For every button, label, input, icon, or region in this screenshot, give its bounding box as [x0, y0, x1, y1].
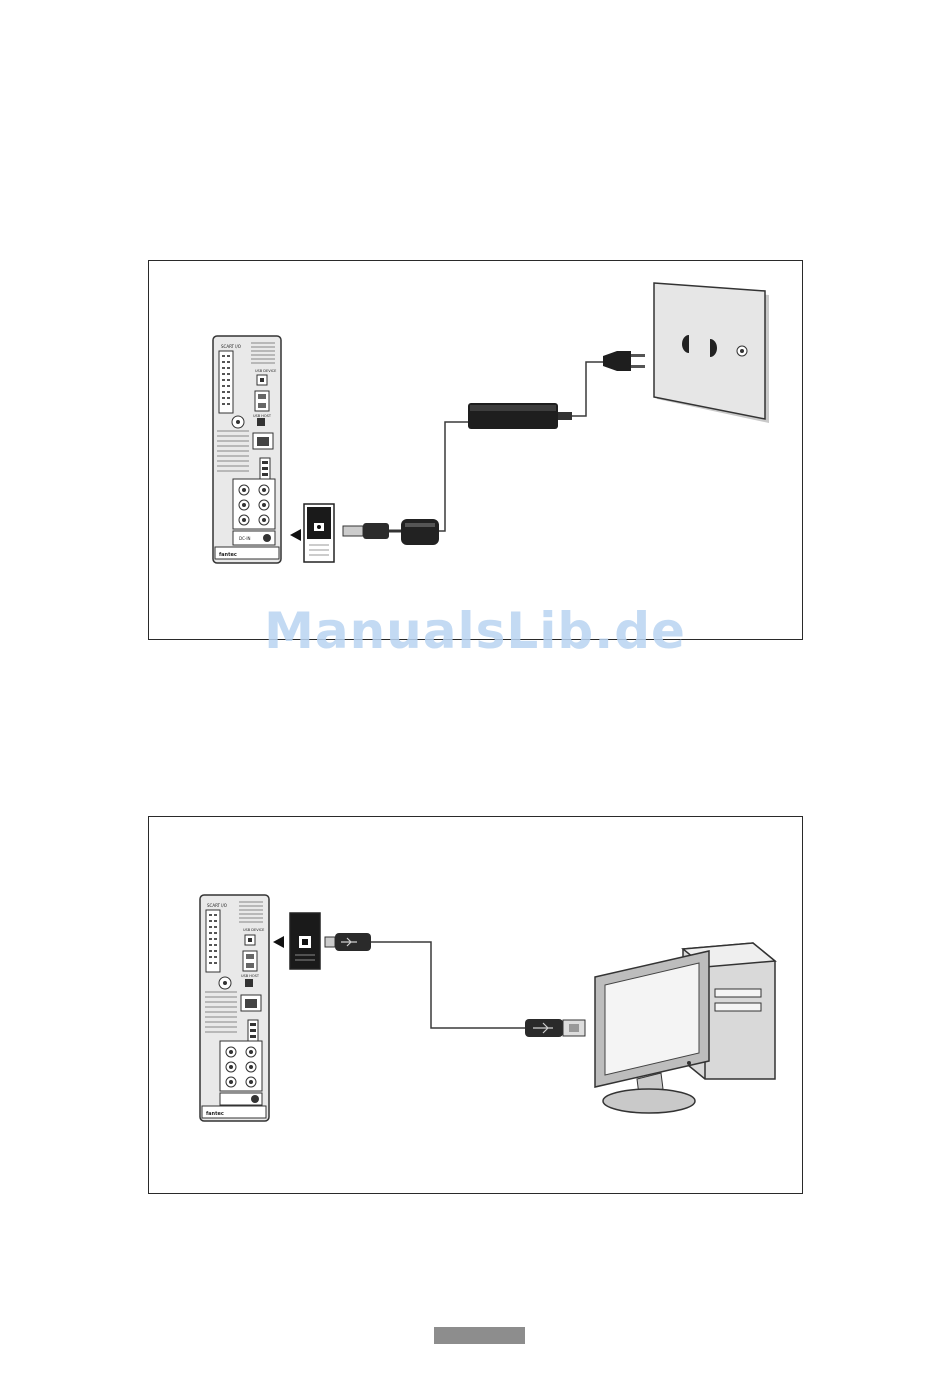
figure-power-connection: SCART I/O USB DEVICE — [148, 260, 803, 640]
power-adapter-icon — [468, 403, 572, 429]
usb-host-label: USB HOST — [253, 414, 272, 418]
usb-b-plug-icon — [325, 933, 371, 951]
page-number-tab — [434, 1327, 525, 1344]
usb-device-closeup — [290, 913, 320, 969]
media-player-back-panel: SCART I/O USB DEVICE — [200, 895, 269, 1121]
brand-label: fantec — [219, 552, 237, 558]
power-connection-illustration: SCART I/O USB DEVICE — [149, 261, 804, 641]
usb-host-label: USB HOST — [241, 974, 260, 978]
brand-label: fantec — [206, 1111, 224, 1117]
usb-device-label: USB DEVICE — [255, 369, 276, 373]
usb-device-label: USB DEVICE — [243, 928, 264, 932]
ferrite-core-icon — [401, 519, 439, 545]
usb-connection-illustration: SCART I/O USB DEVICE — [149, 817, 804, 1195]
scart-label: SCART I/O — [221, 344, 241, 349]
pointer-arrow-icon — [273, 936, 284, 948]
figure-usb-connection: SCART I/O USB DEVICE — [148, 816, 803, 1194]
dc-in-closeup — [304, 504, 334, 562]
scart-label: SCART I/O — [207, 903, 227, 908]
dc-in-label: DC-IN — [239, 536, 251, 541]
dc-plug-icon — [343, 523, 389, 539]
pointer-arrow-icon — [290, 529, 301, 541]
euro-plug-icon — [603, 351, 645, 371]
wall-socket-icon — [654, 283, 769, 423]
usb-a-plug-icon — [525, 1019, 585, 1037]
computer-monitor-icon — [595, 951, 709, 1113]
media-player-back-panel: SCART I/O USB DEVICE — [213, 336, 281, 563]
